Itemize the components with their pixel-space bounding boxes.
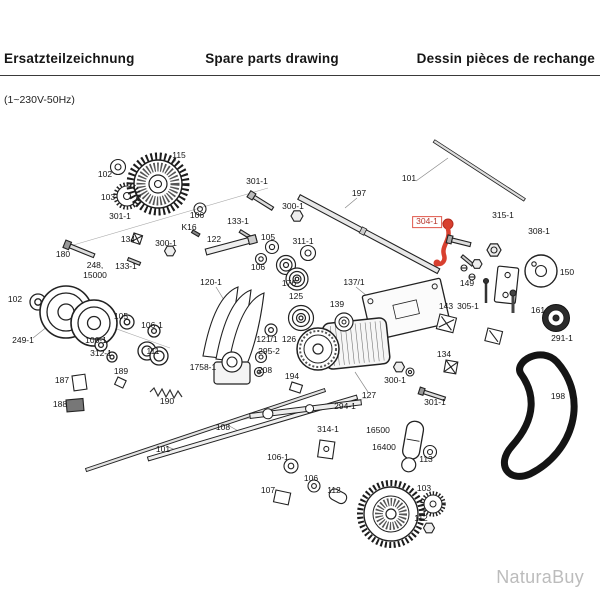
part-label: 106-1 [141,320,163,331]
motor-part [296,312,391,371]
part-label: 312-1 [90,348,112,359]
part-label: 105 [260,232,276,243]
part-label: 113 [419,454,433,465]
part-label: 198 [550,391,566,402]
part-label: 143 [438,301,454,312]
part-label: 300-1 [282,201,304,212]
part-label: 300-1 [384,375,406,386]
part-label: 301-1 [109,211,131,222]
part-label: 176 [281,278,297,289]
part-label: 106-1 [267,452,289,463]
left-pulley-parts [29,285,169,366]
watermark: NaturaBuy [496,567,584,587]
part-label: 102 [97,169,113,180]
right-hardware-parts [435,234,570,375]
part-label: 134 [120,234,136,245]
part-label: 105 [113,311,129,322]
part-label: 133-1 [227,216,249,227]
part-label: 106 [250,262,266,273]
part-label: 161 [530,305,546,316]
part-label: 122 [206,234,222,245]
part-label: 125 [288,291,304,302]
part-label: 16400 [372,442,396,453]
part-label: 120-1 [200,277,222,288]
fan-blade-parts [202,286,265,365]
part-label: 108 [215,422,231,433]
bottom-gear-parts [357,480,446,548]
part-label: 208 [257,365,273,376]
shaft-rod-parts [84,139,526,473]
part-label: 249-1 [12,335,34,346]
title-german: Ersatzteilzeichnung [4,51,135,66]
title-french: Dessin pièces de rechange [416,51,595,66]
part-label: 180 [55,249,71,260]
drive-belt-part [500,351,578,480]
part-label: 248, 15000 [83,260,107,280]
part-label: 112 [414,513,428,524]
part-label: 314-1 [317,424,339,435]
part-label: 150 [559,267,575,278]
part-label: 294-1 [334,401,356,412]
part-label: 197 [351,188,367,199]
part-label: 101 [155,444,171,455]
part-label: 301-1 [246,176,268,187]
part-label: 139 [329,299,345,310]
lower-left-hardware-parts [62,232,183,413]
part-label: 300-1 [155,238,177,249]
page-header: Ersatzteilzeichnung Spare parts drawing … [0,0,600,76]
part-label: 305-1 [457,301,479,312]
part-label: 102 [7,294,23,305]
part-label: 308-1 [528,226,550,237]
part-label: 106-1 [85,335,107,346]
title-english: Spare parts drawing [205,51,339,66]
part-label: 301-1 [424,397,446,408]
part-label: 188 [52,399,68,410]
voltage-note: (1~230V-50Hz) [4,94,75,106]
part-label: 190 [159,396,175,407]
part-label: 149 [459,278,475,289]
center-pulley-parts [264,254,315,337]
upper-hardware-parts [109,158,317,266]
part-label: 121/1 [256,334,278,345]
part-label: 111 [146,346,160,357]
part-label: 16500 [366,425,390,436]
part-label: 126 [281,334,297,345]
part-label: 103 [416,483,432,494]
part-label: 1758-1 [189,362,217,373]
part-label: 127 [361,390,377,401]
motor-hardware-parts [392,361,447,473]
part-label: 107 [260,485,276,496]
part-label: 134 [436,349,452,360]
part-label: 291-1 [551,333,573,344]
armature-gear-part [126,152,190,216]
part-label: 106 [189,210,205,221]
part-label: 112 [327,485,341,496]
part-label: 189 [113,366,129,377]
part-label: 315-1 [492,210,514,221]
part-label: 101 [401,173,417,184]
part-label-highlighted: 304-1 [412,216,442,228]
part-label: 295-2 [258,346,280,357]
part-label: K16 [181,222,197,233]
part-label: 103 [100,192,116,203]
part-label: 194 [284,371,300,382]
part-label: 311-1 [292,236,314,247]
part-label: 106 [303,473,319,484]
part-label: 137/1 [343,277,365,288]
gearbox-parts [213,350,348,506]
part-label: 187 [54,375,70,386]
part-label: 133-1 [115,261,137,272]
part-label: 115 [172,150,186,161]
